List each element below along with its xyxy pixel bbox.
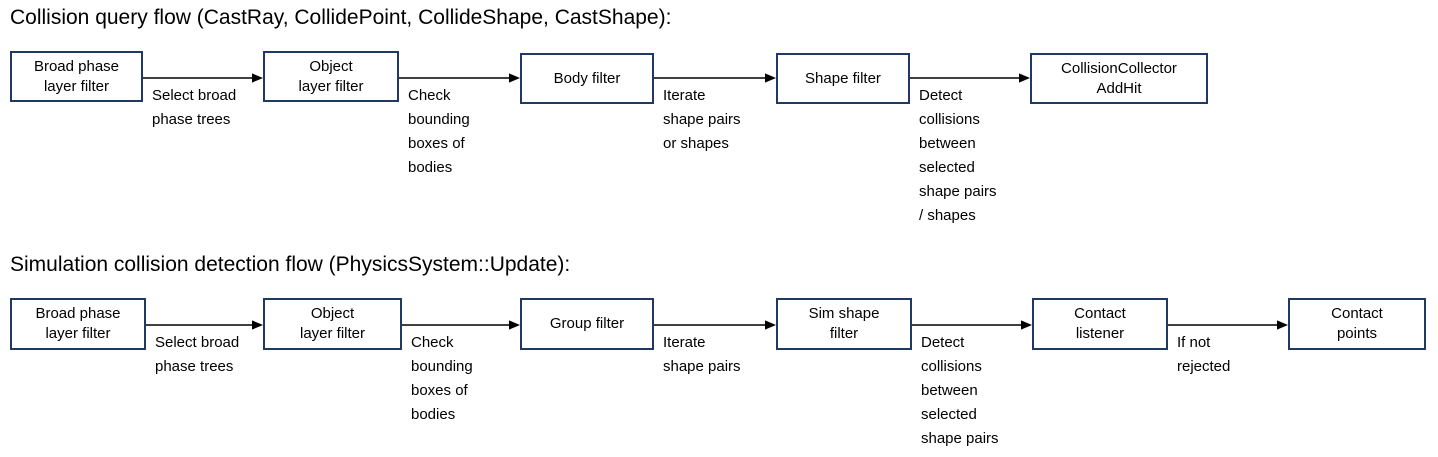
node-label: CollisionCollector AddHit: [1061, 59, 1177, 97]
arrow-2-2: [402, 317, 520, 335]
edge-label-check-bounding-boxes-2: Check bounding boxes of bodies: [411, 334, 473, 423]
edge-label-detect-collisions: Detect collisions between selected shape…: [919, 87, 997, 224]
arrow-2-1: [146, 317, 263, 335]
node-label: Contact listener: [1074, 305, 1126, 342]
edge-label-if-not-rejected: If not rejected: [1177, 334, 1231, 375]
section-title-simulation-collision-detection-flow: Simulation collision detection flow (Phy…: [10, 253, 571, 276]
node-label: Contact points: [1331, 305, 1383, 342]
arrow-1-1: [143, 70, 263, 88]
edge-label-select-broad-phase-trees-2: Select broad phase trees: [155, 334, 240, 375]
arrow-2-5: [1168, 317, 1288, 335]
edge-label-check-bounding-boxes: Check bounding boxes of bodies: [408, 87, 470, 176]
edge-label-detect-collisions-2: Detect collisions between selected shape…: [921, 334, 999, 447]
node-label: Broad phase layer filter: [35, 305, 121, 342]
node-label: Group filter: [549, 315, 625, 332]
edge-label-iterate-shape-pairs: Iterate shape pairs: [663, 334, 741, 375]
node-broad-phase-layer-filter[interactable]: Broad phase layer filter: [10, 51, 143, 102]
node-label: Sim shape filter: [808, 305, 880, 342]
node-contact-listener[interactable]: Contact listener: [1032, 298, 1168, 350]
node-contact-points[interactable]: Contact points: [1288, 298, 1426, 350]
node-sim-shape-filter[interactable]: Sim shape filter: [776, 298, 912, 350]
node-label: Shape filter: [805, 69, 881, 87]
node-label: Object layer filter: [298, 57, 364, 95]
node-label: Body filter: [553, 69, 621, 87]
node-collision-collector-addhit[interactable]: CollisionCollector AddHit: [1030, 53, 1208, 104]
edge-label-select-broad-phase-trees: Select broad phase trees: [152, 87, 237, 128]
arrow-2-3: [654, 317, 776, 335]
section-title-collision-query-flow: Collision query flow (CastRay, CollidePo…: [10, 6, 672, 29]
arrow-1-3: [654, 70, 776, 88]
edge-label-iterate-shape-pairs-or-shapes: Iterate shape pairs or shapes: [663, 87, 741, 152]
node-broad-phase-layer-filter-2[interactable]: Broad phase layer filter: [10, 298, 146, 350]
node-label: Object layer filter: [299, 305, 366, 342]
node-group-filter[interactable]: Group filter: [520, 298, 654, 350]
node-label: Broad phase layer filter: [33, 57, 120, 95]
arrow-1-2: [399, 70, 520, 88]
node-object-layer-filter-2[interactable]: Object layer filter: [263, 298, 402, 350]
node-shape-filter[interactable]: Shape filter: [776, 53, 910, 104]
node-object-layer-filter[interactable]: Object layer filter: [263, 51, 399, 102]
arrow-2-4: [912, 317, 1032, 335]
node-body-filter[interactable]: Body filter: [520, 53, 654, 104]
arrow-1-4: [910, 70, 1030, 88]
